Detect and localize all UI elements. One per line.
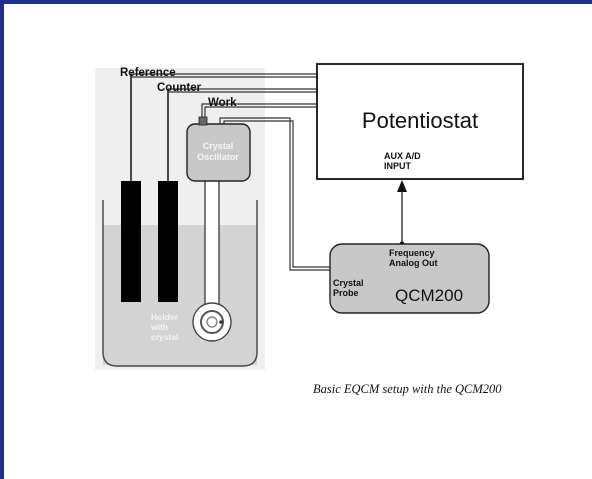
label-work: Work (208, 97, 237, 109)
holder-label-2: with (150, 322, 168, 332)
reference-electrode (121, 181, 141, 302)
crystal-icon (200, 310, 224, 334)
crystal-holder (192, 302, 232, 342)
analog-out-arrow-icon (397, 180, 407, 192)
crystal-contact-icon (219, 320, 223, 324)
aux-input-label-2: INPUT (384, 161, 412, 171)
frequency-label-2: Analog Out (389, 258, 438, 268)
label-reference: Reference (120, 67, 176, 79)
oscillator-connector-icon (198, 116, 208, 126)
work-wire (201, 103, 317, 122)
figure-caption: Basic EQCM setup with the QCM200 (313, 382, 502, 396)
qcm200-title: QCM200 (395, 286, 463, 305)
crystal-oscillator (186, 123, 251, 182)
holder-label-1: Holder (151, 312, 179, 322)
frequency-label-1: Frequency (389, 248, 435, 258)
aux-input-label-1: AUX A/D (384, 151, 421, 161)
label-counter: Counter (157, 82, 202, 94)
crystal-probe-label-1: Crystal (333, 278, 364, 288)
oscillator-label-1: Crystal (203, 141, 234, 151)
probe-cable-2 (223, 120, 347, 268)
potentiostat-title: Potentiostat (362, 108, 478, 133)
qcm200-box (329, 243, 490, 314)
holder-label-3: crystal (151, 332, 178, 342)
crystal-probe-label-2: Probe (333, 288, 359, 298)
beaker (102, 200, 258, 367)
oscillator-label-2: Oscillator (197, 152, 239, 162)
probe-cable (219, 117, 347, 271)
potentiostat-box (316, 63, 524, 180)
crystal-inner-icon (206, 316, 218, 328)
counter-electrode (158, 181, 178, 302)
holder-stem (204, 177, 220, 307)
